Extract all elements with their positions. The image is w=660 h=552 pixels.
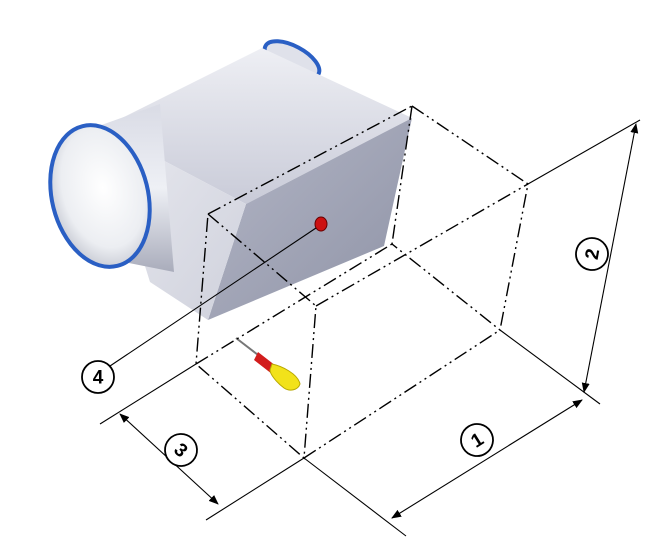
housing-side-face <box>208 118 412 320</box>
duct-unit <box>48 39 412 320</box>
dimension-1-line <box>391 399 583 519</box>
red-indicator-dot <box>314 216 328 232</box>
duct-opening-left <box>50 125 150 267</box>
callout-2: 2 <box>575 237 609 271</box>
callout-1: 1 <box>460 423 494 457</box>
clearance-envelope <box>195 105 529 460</box>
callout-4-label: 4 <box>93 368 104 389</box>
dimension-2-line <box>581 123 639 393</box>
callout-4: 4 <box>81 360 115 394</box>
callout-3: 3 <box>164 433 198 467</box>
callout-2-label: 2 <box>582 247 605 261</box>
duct-collar-left <box>48 123 152 269</box>
screwdriver-icon <box>235 337 301 391</box>
callout-4-leader <box>109 227 317 367</box>
housing-top-face <box>102 48 412 204</box>
